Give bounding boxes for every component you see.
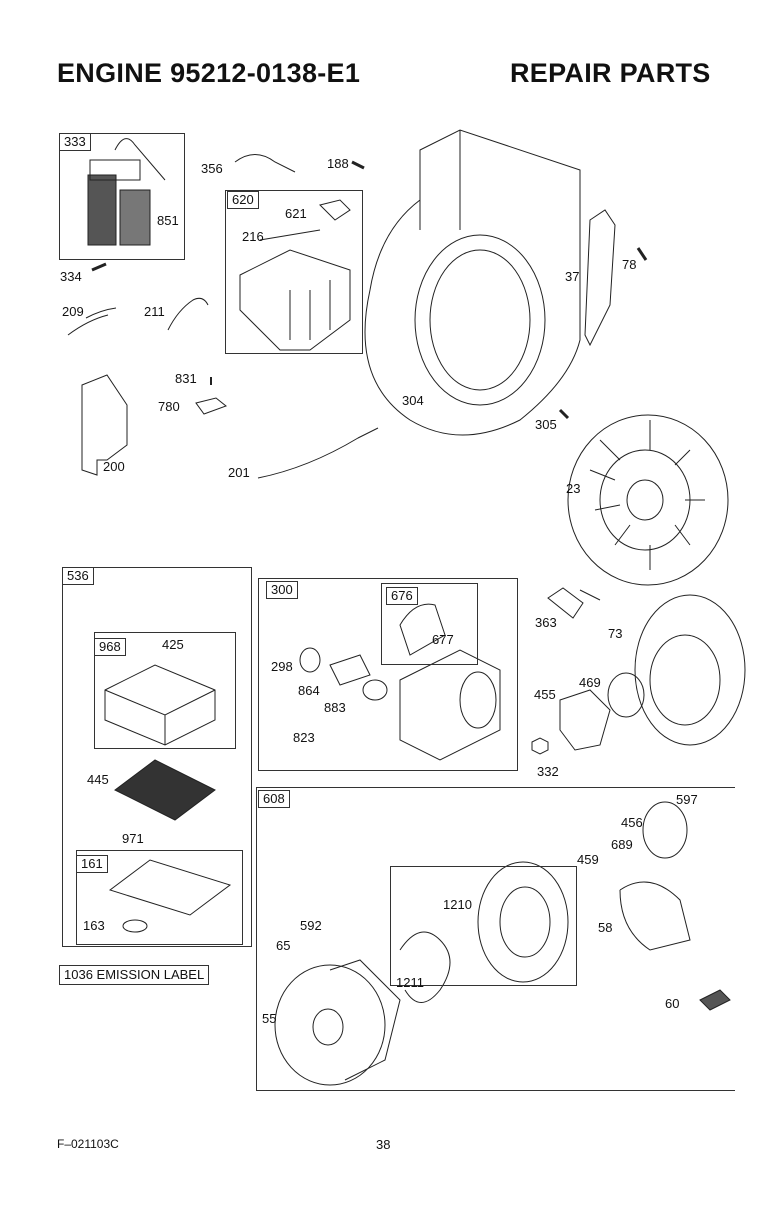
clip-780-drawing xyxy=(196,398,226,414)
part-216: 216 xyxy=(242,230,264,244)
part-55: 55 xyxy=(262,1012,276,1026)
page-number: 38 xyxy=(376,1137,390,1152)
part-60: 60 xyxy=(665,997,679,1011)
ground-wire-drawing xyxy=(235,155,295,173)
emission-label: 1036 EMISSION LABEL xyxy=(59,965,209,985)
part-298: 298 xyxy=(271,660,293,674)
bracket-37-drawing xyxy=(585,210,615,345)
part-455: 455 xyxy=(534,688,556,702)
part-37: 37 xyxy=(565,270,579,284)
screw-305-drawing xyxy=(560,410,568,418)
part-211: 211 xyxy=(144,305,165,319)
kit-label-620: 620 xyxy=(227,191,259,209)
part-780: 780 xyxy=(158,400,180,414)
part-356: 356 xyxy=(201,162,223,176)
kit-label-608: 608 xyxy=(258,790,290,808)
screw-78-drawing xyxy=(638,248,646,260)
part-456: 456 xyxy=(621,816,643,830)
part-305: 305 xyxy=(535,418,557,432)
part-689: 689 xyxy=(611,838,633,852)
frame-1211 xyxy=(390,866,577,986)
part-304: 304 xyxy=(402,394,424,408)
blower-housing-drawing xyxy=(365,130,580,435)
part-209: 209 xyxy=(62,305,84,319)
part-823: 823 xyxy=(293,731,315,745)
part-971: 971 xyxy=(122,832,144,846)
part-621: 621 xyxy=(285,207,307,221)
link-rod-drawing xyxy=(258,428,378,478)
kit-label-161: 161 xyxy=(76,855,108,873)
part-332: 332 xyxy=(537,765,559,779)
part-78: 78 xyxy=(622,258,636,272)
part-1210: 1210 xyxy=(443,898,472,912)
part-677: 677 xyxy=(432,633,454,647)
part-469: 469 xyxy=(579,676,601,690)
part-851: 851 xyxy=(157,214,179,228)
part-425: 425 xyxy=(162,638,184,652)
part-23: 23 xyxy=(566,482,580,496)
starter-cup-drawing xyxy=(560,690,610,750)
part-201: 201 xyxy=(228,466,250,480)
part-363: 363 xyxy=(535,616,557,630)
part-883: 883 xyxy=(324,701,346,715)
spring-211-drawing xyxy=(168,298,208,330)
part-592: 592 xyxy=(300,919,322,933)
part-597: 597 xyxy=(676,793,698,807)
part-200: 200 xyxy=(103,460,125,474)
part-65: 65 xyxy=(276,939,290,953)
retainer-469-drawing xyxy=(608,673,644,717)
screw-334-drawing xyxy=(92,264,106,270)
frame-333 xyxy=(59,133,185,260)
part-163: 163 xyxy=(83,919,105,933)
part-73: 73 xyxy=(608,627,622,641)
part-864: 864 xyxy=(298,684,320,698)
kit-label-333: 333 xyxy=(59,133,91,151)
part-1211: 1211 xyxy=(396,976,424,990)
kit-label-300: 300 xyxy=(266,581,298,599)
part-445: 445 xyxy=(87,773,109,787)
brake-363-drawing xyxy=(548,588,600,618)
kit-label-536: 536 xyxy=(62,567,94,585)
flywheel-drawing xyxy=(568,415,728,585)
screw-188-drawing xyxy=(352,162,364,168)
part-831: 831 xyxy=(175,372,197,386)
document-code: F–021103C xyxy=(57,1137,119,1151)
part-459: 459 xyxy=(577,853,599,867)
part-58: 58 xyxy=(598,921,612,935)
nut-332-drawing xyxy=(532,738,548,754)
kit-label-676: 676 xyxy=(386,587,418,605)
rotating-screen-drawing xyxy=(635,595,745,745)
kit-label-968: 968 xyxy=(94,638,126,656)
part-188: 188 xyxy=(327,157,349,171)
part-334: 334 xyxy=(60,270,82,284)
